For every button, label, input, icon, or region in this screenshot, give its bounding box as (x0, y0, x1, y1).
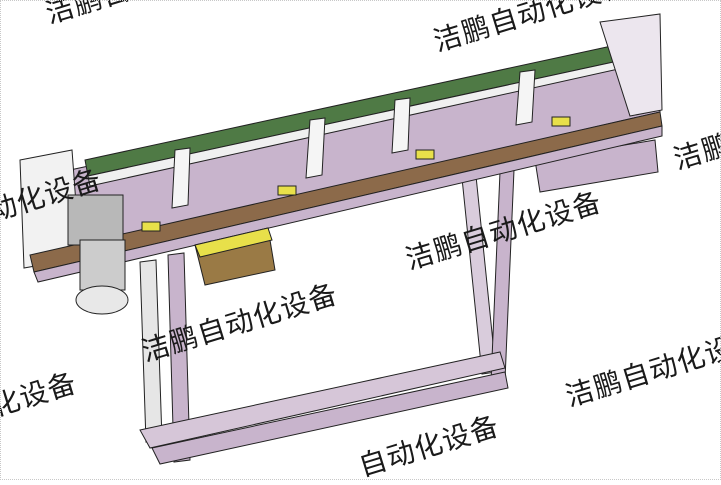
motor (67, 194, 129, 315)
conveyor-body (19, 13, 663, 283)
hook-brackets (171, 69, 536, 209)
control-box (194, 227, 276, 286)
yellow-windows (141, 116, 571, 232)
support-frame (139, 169, 515, 465)
